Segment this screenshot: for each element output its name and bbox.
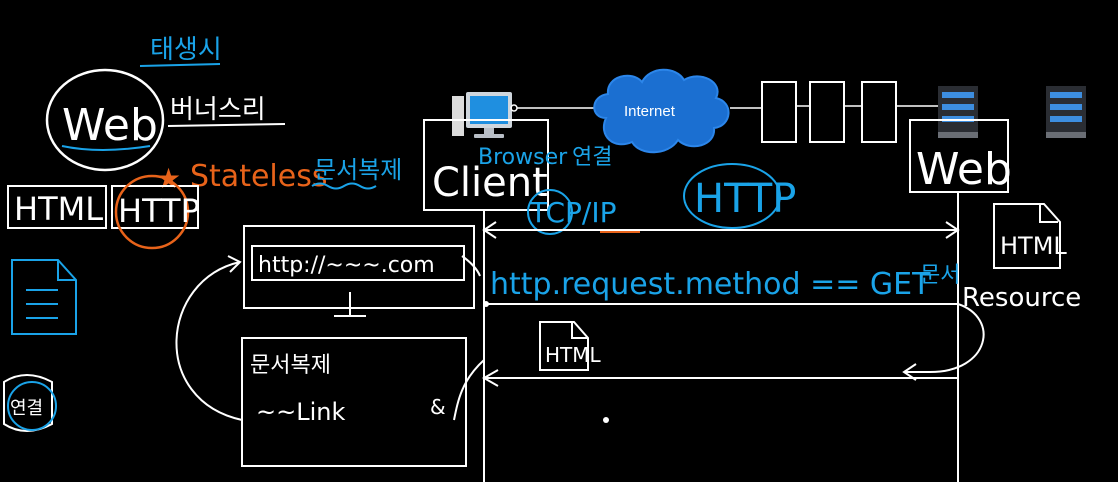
korean-connect-label: 연결 — [572, 145, 612, 170]
relay-box-3 — [861, 81, 897, 143]
korean-top-underline — [139, 63, 221, 67]
server-html-doc-label: HTML — [1000, 232, 1067, 260]
stateless-label: Stateless — [190, 159, 327, 194]
relay-box-2 — [809, 81, 845, 143]
tcpip-label: TCP/IP — [529, 196, 616, 229]
address-to-request-hook — [461, 255, 481, 277]
response-html-doc: HTML — [539, 321, 602, 371]
response-arrowhead — [481, 369, 499, 387]
korean-web-side-underline — [167, 123, 286, 127]
pointer-dot — [603, 417, 609, 423]
request-text: http.request.method == GET — [490, 267, 931, 302]
cursor-mark: & — [430, 395, 446, 419]
tcpip-circle — [527, 189, 573, 235]
loop-arrow-left — [175, 261, 243, 421]
resource-label: Resource — [962, 283, 1081, 313]
client-label: Client — [432, 160, 548, 206]
document-icon — [11, 259, 77, 335]
korean-top-note: 태생시 — [150, 35, 222, 65]
server-html-doc: HTML — [993, 203, 1067, 269]
request-korean-label: 문서 — [920, 263, 960, 288]
browser-label: Browser — [478, 145, 568, 170]
response-html-doc-label: HTML — [545, 343, 602, 367]
server-loop — [904, 303, 985, 373]
client-box — [423, 119, 549, 211]
html-box-label: HTML — [14, 190, 103, 228]
request-start-dot — [483, 301, 489, 307]
connection-arrowhead-right — [945, 221, 960, 239]
http-big-circle — [683, 163, 781, 229]
html-box — [7, 185, 107, 229]
cloud-icon: Internet — [593, 68, 730, 154]
server-icon-secondary — [1046, 86, 1086, 138]
korean-stateless-squiggle — [311, 182, 377, 190]
star-icon: ★ — [156, 162, 181, 195]
korean-stateless-note: 문서복제 — [314, 156, 402, 184]
database-icon: 연결 — [3, 374, 57, 432]
http-orange-circle — [114, 174, 190, 250]
browser-link-label: ~~Link — [256, 398, 345, 426]
browser-doc-korean: 문서복제 — [250, 353, 331, 378]
web-circle-label: Web — [62, 100, 158, 151]
http-box — [111, 185, 199, 229]
server-icon — [938, 86, 978, 138]
web-circle — [45, 68, 165, 172]
internet-label: Internet — [624, 103, 676, 120]
web-server-label: Web — [916, 144, 1012, 195]
loop-arrow-left-head — [227, 255, 242, 273]
address-bar — [251, 245, 465, 281]
http-big-label: HTTP — [694, 176, 796, 222]
korean-web-side-note: 버너스리 — [170, 95, 266, 125]
address-bar-url: http://~~~.com — [258, 253, 435, 278]
response-to-window-arrow — [453, 359, 485, 421]
database-label: 연결 — [10, 398, 43, 419]
relay-box-1 — [761, 81, 797, 143]
connection-arrowhead-left — [482, 221, 497, 239]
web-underline — [61, 145, 151, 151]
browser-window-bottom — [241, 337, 467, 467]
http-box-label: HTTP — [118, 192, 200, 230]
computer-icon — [452, 92, 518, 138]
